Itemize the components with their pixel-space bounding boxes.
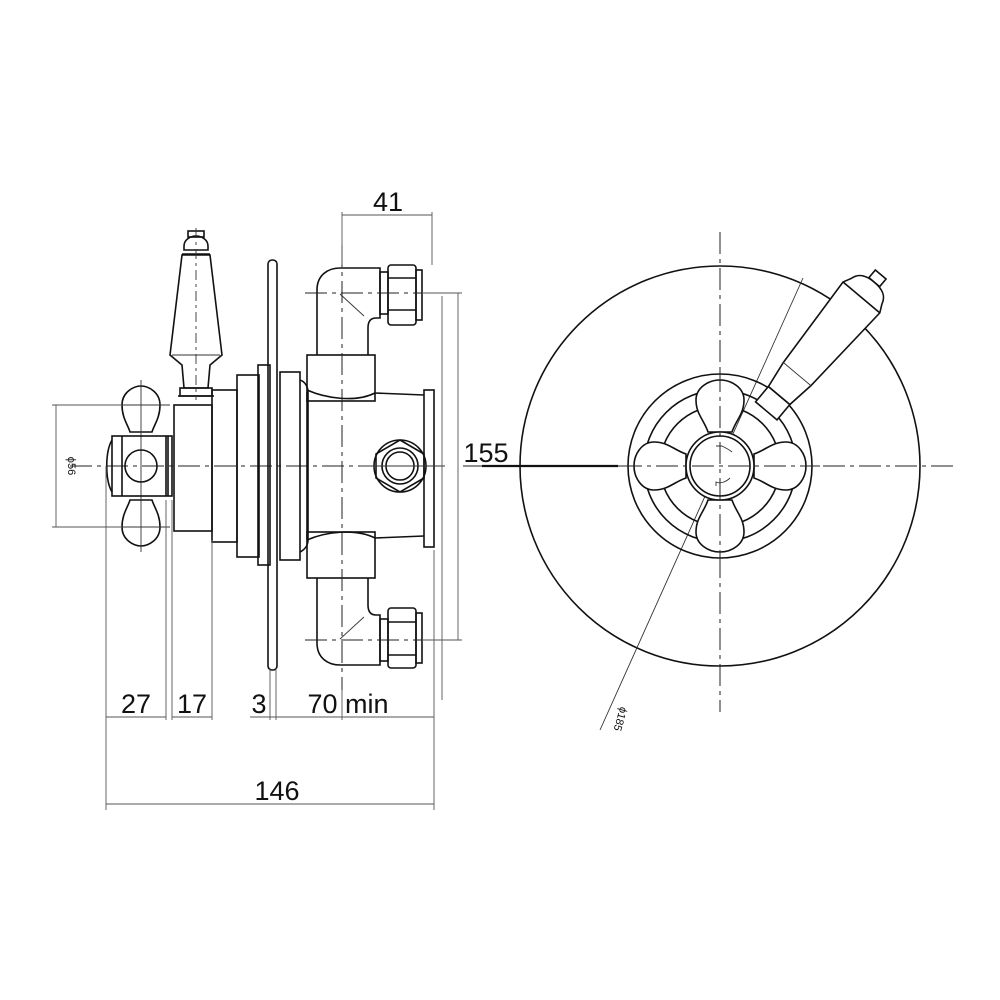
- main-valve-body: [306, 354, 445, 579]
- front-view: ϕ185: [463, 232, 955, 732]
- diameter-leader-line: [599, 277, 804, 731]
- dim-plate-diameter: ϕ185: [611, 705, 629, 732]
- dim-body-depth: 17: [177, 689, 207, 719]
- lower-inlet-elbow: [305, 578, 440, 669]
- valve-body-flanges: [211, 364, 309, 566]
- dim-plate-thickness: 3: [251, 689, 266, 719]
- dim-outlet-width: 41: [373, 187, 403, 217]
- wall-plate-circle: [519, 265, 921, 667]
- upper-inlet-elbow: [305, 264, 440, 355]
- valve-body-front: [173, 404, 213, 532]
- dim-handle-diameter: ϕ56: [65, 457, 77, 475]
- dim-wall-depth: 70 min: [307, 689, 388, 719]
- side-view: [70, 228, 445, 690]
- crosshead-handle: [105, 380, 173, 552]
- side-view-dimensions: ϕ56 27 17 3 70 min 146 41 15: [52, 187, 509, 810]
- dim-inlet-centres: 155: [463, 438, 508, 468]
- dim-overall-depth: 146: [254, 776, 299, 806]
- dim-crosshead-depth: 27: [121, 689, 151, 719]
- wall-plate: [267, 259, 278, 671]
- front-lever-handle: [754, 268, 888, 421]
- lever-handle: [169, 228, 223, 400]
